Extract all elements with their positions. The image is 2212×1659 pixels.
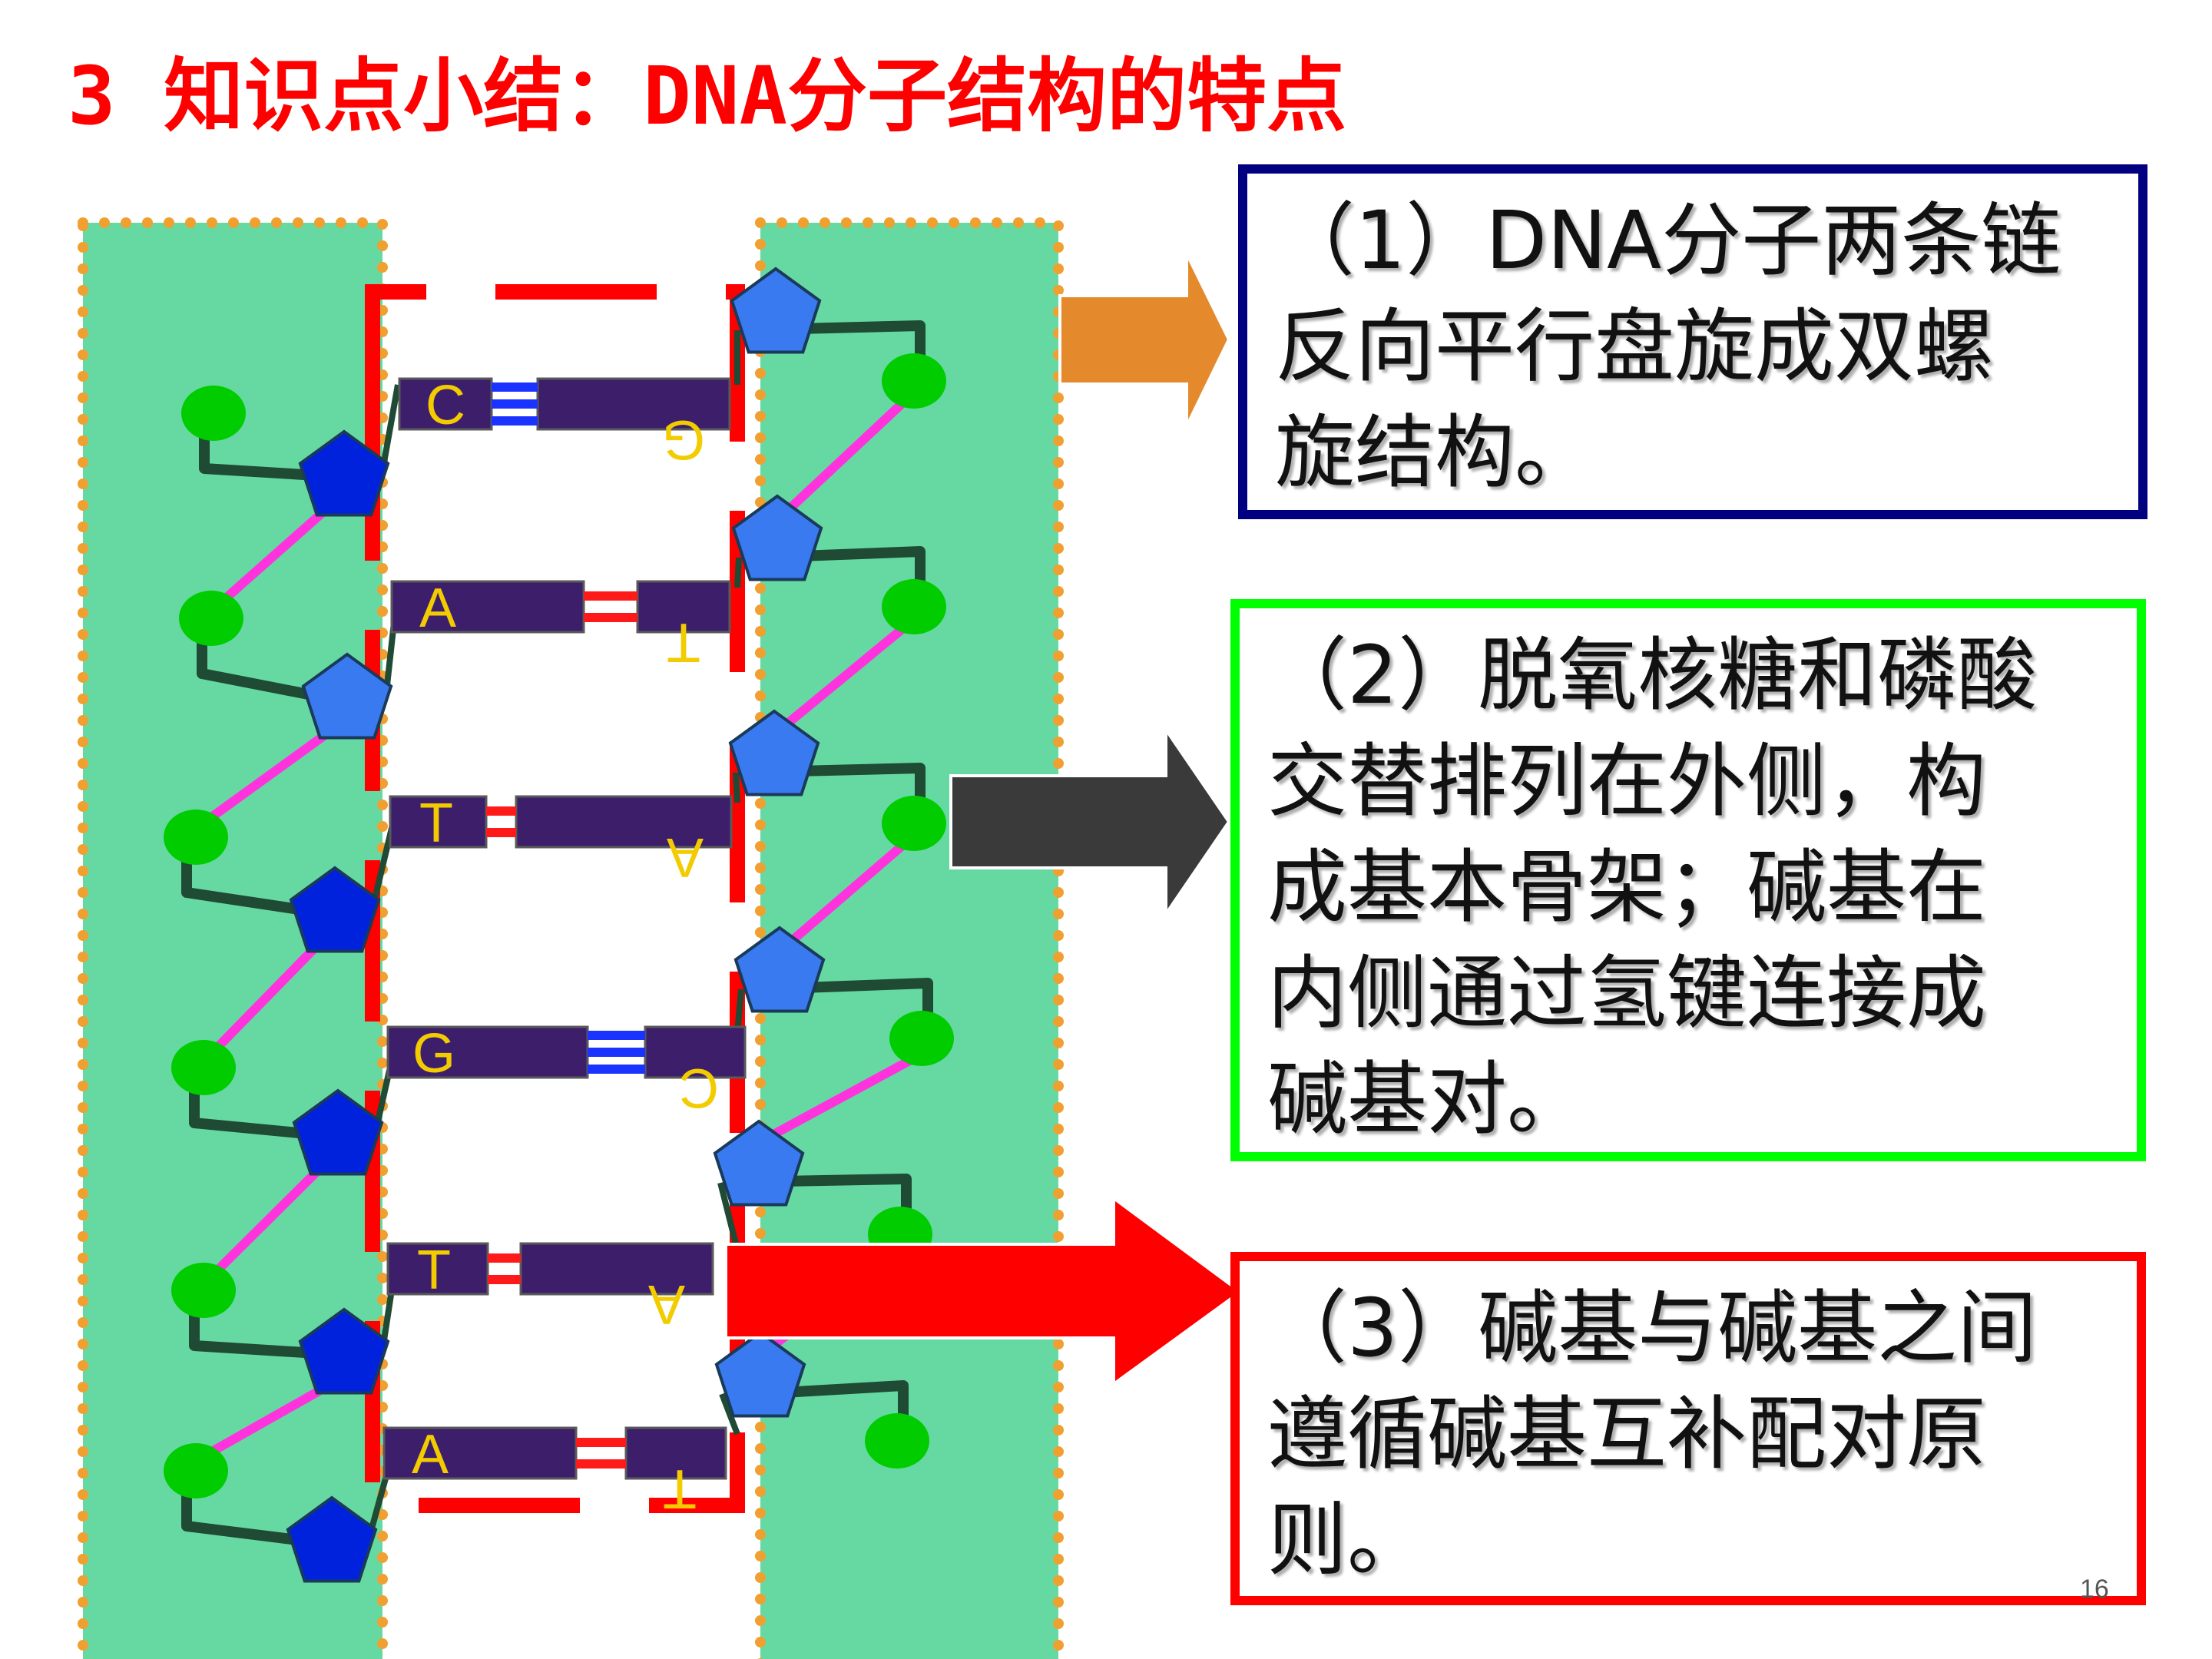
- right-connector-1: [734, 557, 742, 588]
- base-pair-1: AT: [390, 578, 731, 673]
- arrow-1: [1058, 253, 1231, 427]
- phosphate-left-2: [164, 810, 228, 865]
- base-label-right: T: [667, 611, 700, 673]
- base-right-bar: [519, 1242, 714, 1296]
- base-right-bar: [515, 795, 733, 849]
- base-label-left: T: [417, 1240, 451, 1301]
- base-right-bar: [636, 580, 731, 634]
- deoxyribose-left-0: [298, 429, 390, 517]
- base-pair-2: TA: [389, 793, 733, 888]
- right-bond-2: [784, 841, 906, 949]
- base-label-left: A: [412, 1424, 449, 1485]
- phosphate-right-2: [882, 796, 946, 851]
- base-right-bar: [644, 1025, 747, 1079]
- arrow-3: [724, 1195, 1243, 1387]
- deoxyribose-right-4: [713, 1119, 805, 1207]
- left-stem-5: [181, 1488, 322, 1548]
- base-left-bar: [398, 377, 493, 431]
- base-label-left: A: [419, 578, 456, 639]
- base-label-right: G: [662, 409, 705, 470]
- base-pair-3: GC: [386, 1023, 747, 1118]
- arrow-2: [949, 724, 1231, 919]
- left-stem-0: [199, 431, 334, 482]
- left-connector-0: [381, 384, 401, 463]
- right-stem-0: [793, 320, 926, 366]
- base-pair-5: AT: [382, 1424, 727, 1519]
- base-label-right: A: [667, 826, 704, 888]
- base-left-bar: [386, 1242, 489, 1296]
- deoxyribose-right-5: [714, 1330, 806, 1418]
- phosphate-right-0: [882, 353, 946, 409]
- left-stem-2: [181, 855, 325, 918]
- base-left-bar: [389, 795, 488, 849]
- left-bond-1: [202, 727, 333, 826]
- base-right-bar: [536, 377, 731, 431]
- right-bond-3: [764, 1055, 913, 1143]
- right-bond-0: [781, 399, 907, 517]
- base-label-left: G: [412, 1023, 455, 1084]
- point-2-box: （2）脱氧核糖和磷酸 交替排列在外侧，构 成基本骨架；碱基在 内侧通过氢键连接成…: [1230, 599, 2146, 1161]
- deoxyribose-right-2: [728, 709, 820, 796]
- page-number: 16: [2080, 1575, 2109, 1604]
- left-stem-4: [189, 1308, 334, 1359]
- deoxyribose-right-1: [731, 494, 823, 581]
- left-stem-3: [189, 1085, 328, 1141]
- right-connector-5: [719, 1392, 740, 1435]
- right-connector-2: [733, 772, 740, 803]
- left-bond-4: [203, 1382, 329, 1460]
- right-stem-4: [777, 1174, 912, 1220]
- base-pair-0: CG: [398, 375, 731, 470]
- left-bond-3: [209, 1164, 325, 1279]
- phosphate-left-0: [181, 386, 246, 441]
- base-label-right: T: [663, 1458, 697, 1519]
- deoxyribose-right-0: [730, 267, 822, 354]
- point-1-box: （1）DNA分子两条链 反向平行盘旋成双螺 旋结构。: [1238, 164, 2147, 519]
- right-connector-4: [717, 1182, 740, 1250]
- right-stem-3: [797, 978, 933, 1024]
- deoxyribose-left-4: [298, 1307, 390, 1395]
- phosphate-right-5: [865, 1413, 929, 1469]
- sugar-phosphate-strands: [164, 267, 954, 1583]
- deoxyribose-left-5: [286, 1495, 378, 1583]
- point-3-box: （3）碱基与碱基之间 遵循碱基互补配对原则。 (A=T、G≡C): [1230, 1252, 2146, 1605]
- base-label-right: C: [679, 1057, 719, 1118]
- left-bond-2: [209, 941, 322, 1056]
- deoxyribose-right-3: [733, 926, 826, 1013]
- phosphate-left-5: [164, 1443, 228, 1498]
- slide-title: 3 知识点小结：DNA分子结构的特点: [68, 49, 1347, 143]
- phosphate-left-3: [171, 1040, 236, 1095]
- base-pair-bracket: [365, 284, 745, 1513]
- right-stem-5: [778, 1380, 909, 1426]
- phosphate-left-4: [171, 1263, 236, 1318]
- phosphate-right-1: [882, 579, 946, 634]
- base-left-bar: [382, 1426, 578, 1480]
- right-stem-2: [792, 763, 926, 809]
- deoxyribose-left-1: [301, 652, 393, 740]
- base-left-bar: [390, 580, 585, 634]
- deoxyribose-left-2: [289, 866, 381, 953]
- base-left-bar: [386, 1025, 589, 1079]
- left-stem-1: [197, 636, 337, 704]
- base-label-right: A: [648, 1273, 685, 1335]
- dashed-bracket: [365, 284, 745, 1513]
- base-right-bar: [624, 1426, 727, 1480]
- deoxyribose-left-3: [292, 1088, 384, 1176]
- phosphate-right-3: [889, 1011, 954, 1066]
- right-bond-1: [779, 624, 906, 732]
- base-label-left: C: [426, 375, 465, 436]
- right-stem-1: [795, 546, 926, 592]
- base-label-left: T: [419, 793, 453, 854]
- phosphate-left-1: [179, 591, 243, 646]
- left-bond-0: [217, 505, 330, 607]
- base-pair-4: TA: [386, 1240, 714, 1335]
- arrows: [724, 253, 1243, 1387]
